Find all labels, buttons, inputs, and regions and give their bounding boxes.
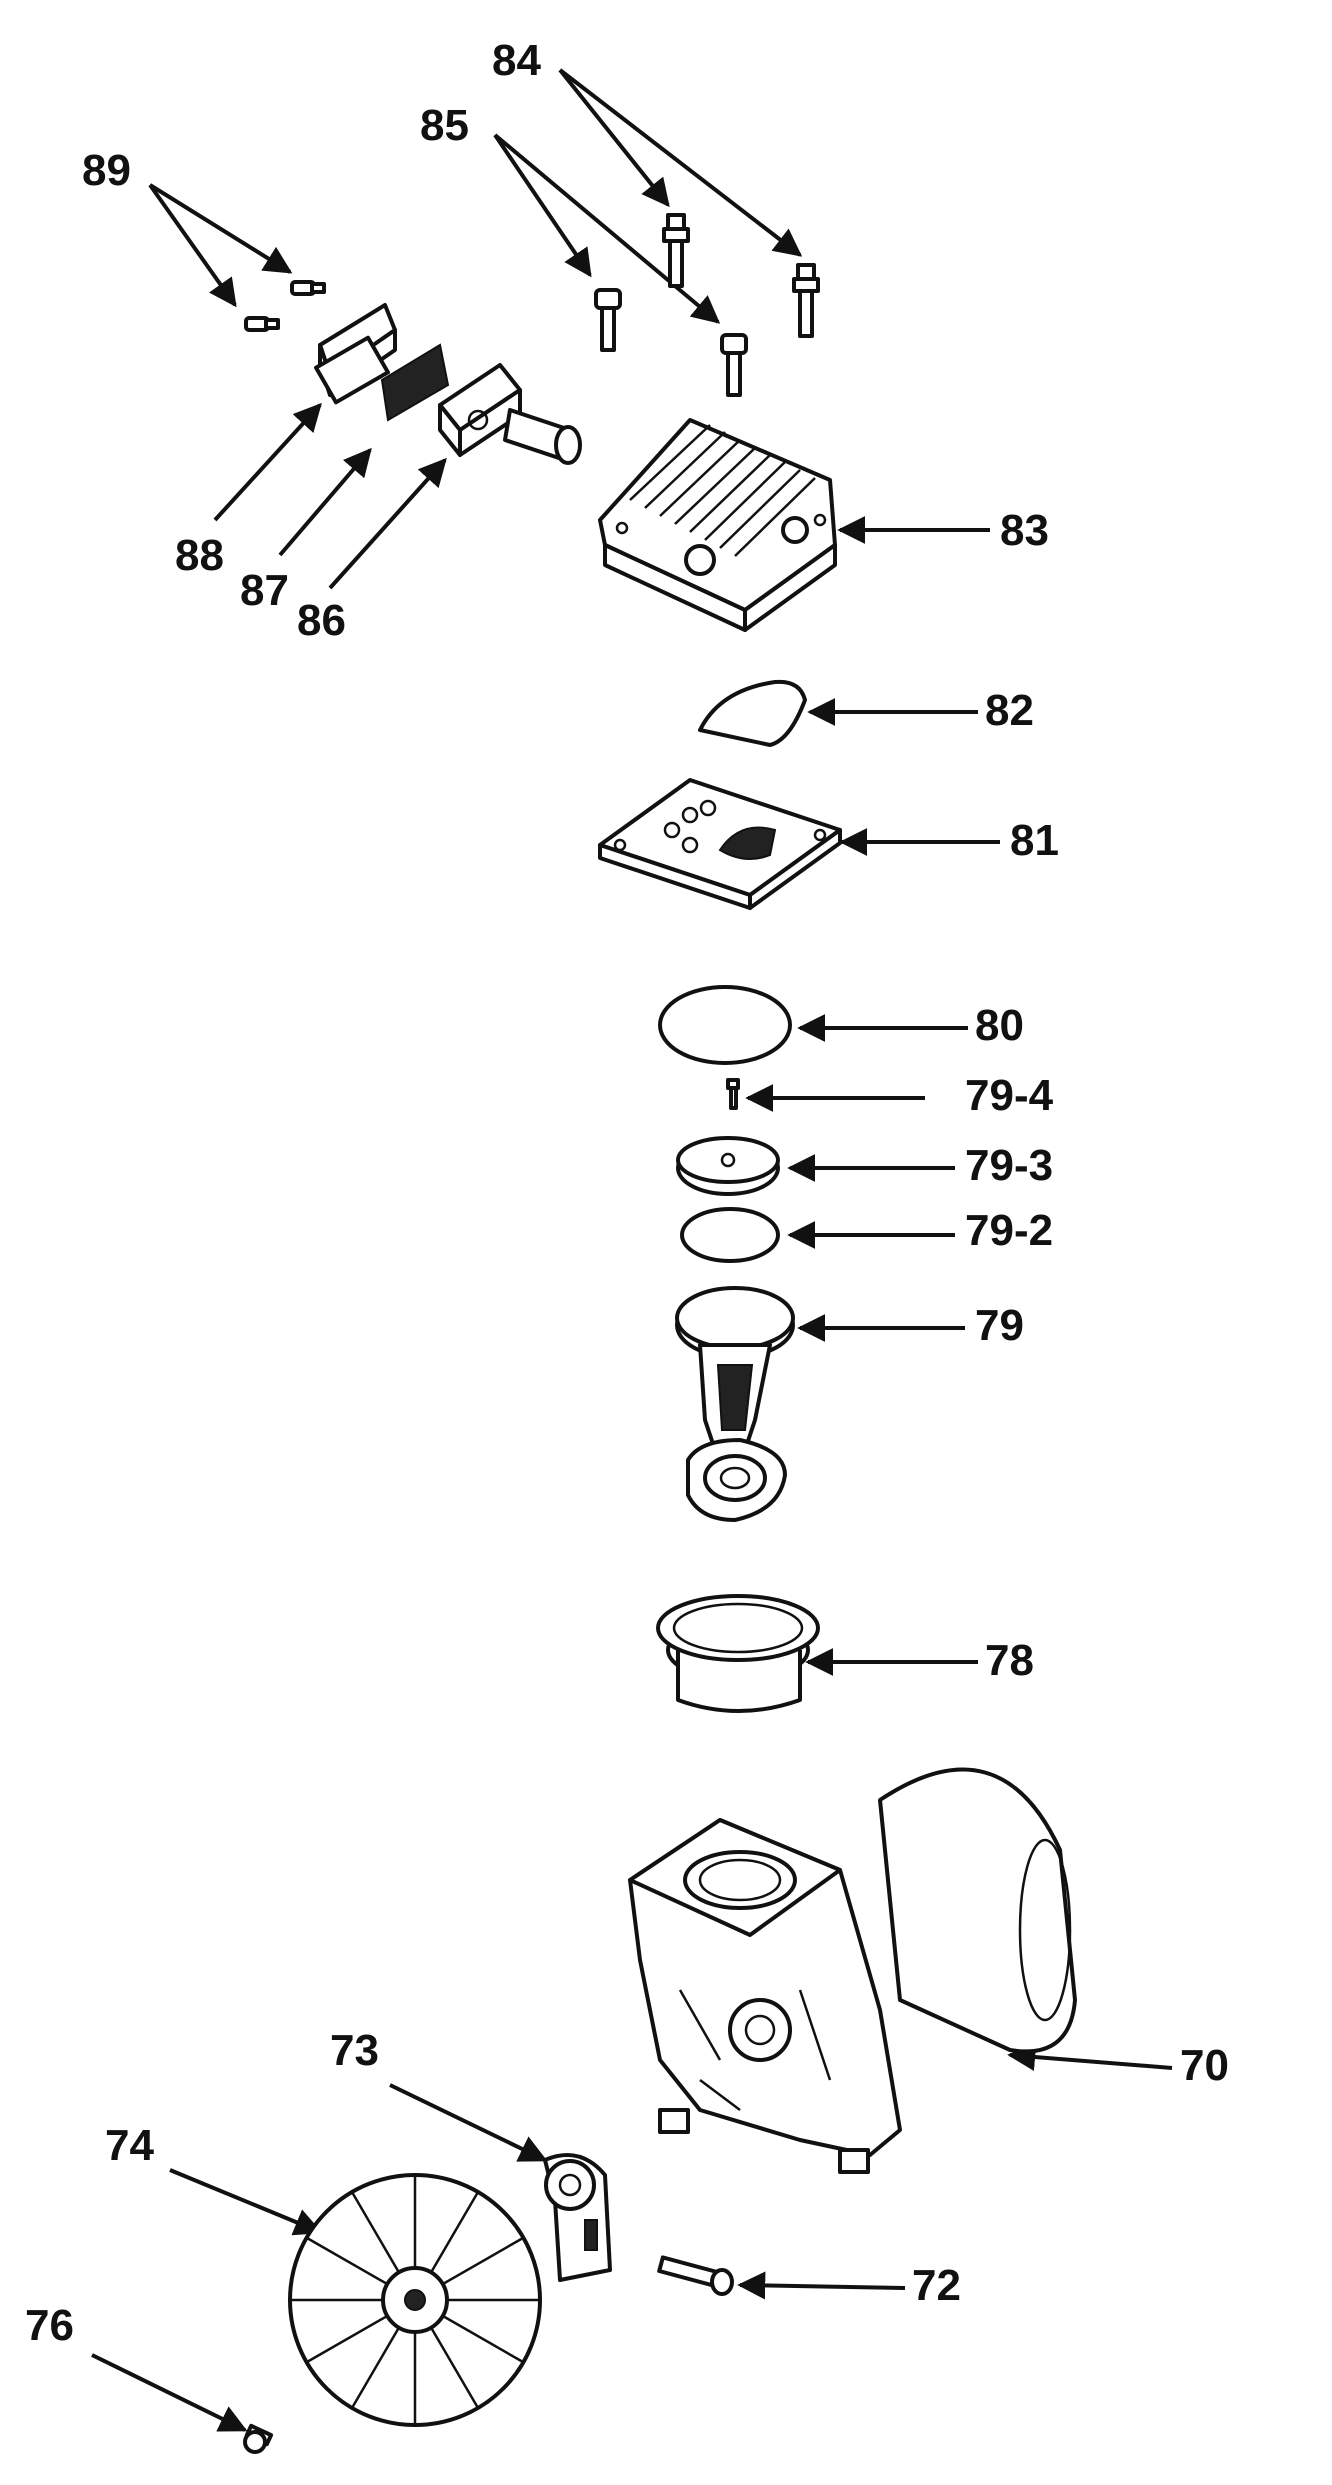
part-80-o-ring — [658, 985, 792, 1065]
part-label-76: 76 — [25, 2301, 74, 2350]
part-label-81: 81 — [1010, 816, 1059, 865]
part-74-fan — [288, 2173, 542, 2427]
part-88-filter-cover — [314, 303, 397, 405]
part-82-gasket — [698, 679, 807, 747]
part-79-2-cup-seal — [680, 1207, 780, 1263]
part-label-84: 84 — [492, 36, 541, 85]
part-label-89: 89 — [82, 146, 131, 195]
part-label-78: 78 — [985, 1636, 1034, 1685]
part-label-79-2: 79-2 — [965, 1206, 1053, 1255]
part-label-83: 83 — [1000, 506, 1049, 555]
leader-arrows — [91, 68, 1173, 2432]
part-label-70: 70 — [1180, 2041, 1229, 2090]
part-79-3-retainer — [676, 1136, 780, 1196]
part-label-87: 87 — [240, 566, 289, 615]
part-89-screws — [244, 280, 326, 332]
part-label-79: 79 — [975, 1301, 1024, 1350]
part-76-screw — [243, 2423, 274, 2454]
part-label-72: 72 — [912, 2261, 961, 2310]
part-label-80: 80 — [975, 1001, 1024, 1050]
part-label-86: 86 — [297, 596, 346, 645]
part-79-connecting-rod — [675, 1286, 795, 1522]
part-72-bolt — [657, 2255, 734, 2296]
part-70-crankcase-motor — [628, 1767, 1077, 2174]
part-86-filter-housing — [438, 363, 582, 465]
part-78-cylinder-sleeve — [656, 1594, 820, 1713]
part-label-73: 73 — [330, 2026, 379, 2075]
part-83-cylinder-head — [598, 418, 837, 632]
part-79-4-screw — [726, 1078, 740, 1110]
part-label-88: 88 — [175, 531, 224, 580]
part-87-filter-element — [380, 343, 450, 422]
part-label-79-4: 79-4 — [965, 1071, 1054, 1120]
part-label-85: 85 — [420, 101, 469, 150]
part-84-85-bolts — [594, 213, 820, 397]
part-label-74: 74 — [105, 2121, 154, 2170]
part-73-crank — [543, 2153, 612, 2282]
part-label-82: 82 — [985, 686, 1034, 735]
part-label-79-3: 79-3 — [965, 1141, 1053, 1190]
part-81-valve-plate — [598, 778, 842, 910]
